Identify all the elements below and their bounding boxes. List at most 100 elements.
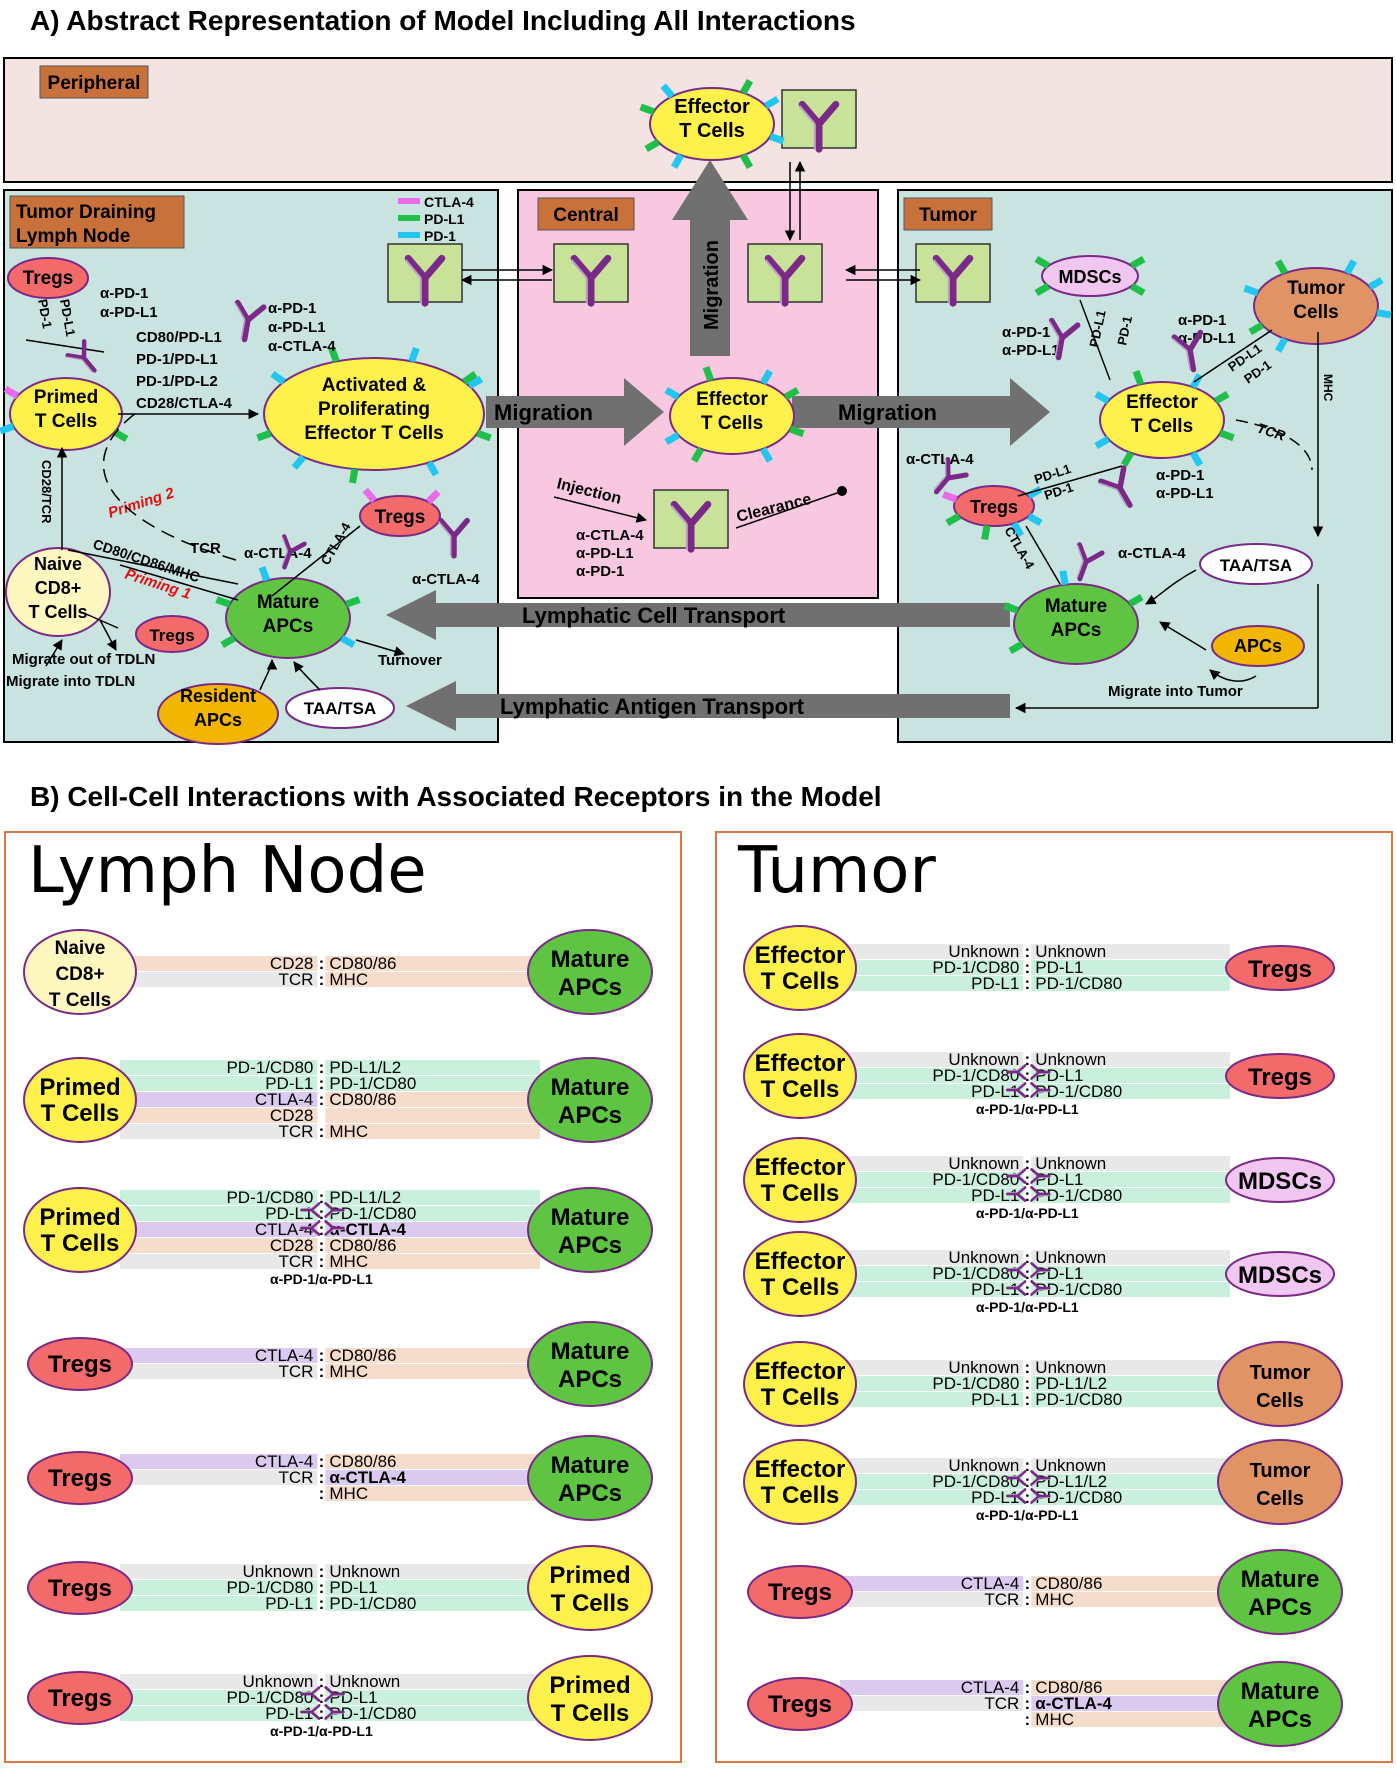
receptor-label: MHC: [329, 1122, 368, 1141]
receptor-label: TCR: [278, 1362, 313, 1381]
svg-text:PD-1: PD-1: [1114, 315, 1135, 347]
lymph-interaction-row-2: PD-1/CD80PD-L1CTLA-4CD28TCRPD-L1/L2:PD-1…: [23, 1187, 653, 1287]
activated-effector-cell: [263, 357, 485, 471]
antibody-icon: [1006, 1081, 1027, 1098]
left-cell: [743, 1231, 857, 1317]
receptor-label: Unknown: [948, 1456, 1019, 1475]
right-cell-label: Mature: [1241, 1566, 1320, 1593]
right-cell: [527, 1321, 653, 1407]
receptor-label: PD-L1: [265, 1704, 313, 1723]
receptor-label: Unknown: [948, 1154, 1019, 1173]
tumor-contents: MDSCs Tumor Cells α-PD-1 α-PD-L1 PD-L1 P…: [906, 267, 1345, 700]
left-cell-label: CD8+: [55, 964, 104, 985]
svg-text:Tregs: Tregs: [375, 507, 426, 528]
receptor-separator: :: [319, 1346, 325, 1365]
receptor-label: Unknown: [243, 1672, 314, 1691]
antibody-icon: [300, 1201, 321, 1218]
receptor-label: TCR: [278, 1468, 313, 1487]
right-cell: [1225, 1053, 1335, 1099]
left-cell: [27, 1451, 133, 1505]
receptor-label: PD-1/CD80: [1035, 1280, 1122, 1299]
left-cell: [743, 1137, 857, 1223]
right-cell-label: APCs: [558, 1366, 622, 1393]
svg-text:Tumor: Tumor: [1287, 278, 1345, 299]
tdln-label: Tumor Draining Lymph Node: [9, 195, 185, 249]
right-cell-label: Mature: [551, 946, 630, 973]
receptor-label: PD-L1/L2: [329, 1188, 401, 1207]
antibody-icon: [65, 339, 97, 373]
receptor-label: MHC: [329, 1252, 368, 1271]
antibody-icon: [324, 1704, 345, 1721]
lymph-node-title: Lymph Node: [28, 834, 427, 908]
receptor-label: PD-1/CD80: [226, 1688, 313, 1707]
migration-arrow-right: Migration: [792, 378, 1050, 446]
receptor-separator: :: [1024, 1472, 1030, 1491]
receptor-label: CD28: [270, 954, 313, 973]
receptor-separator: :: [319, 1562, 325, 1581]
svg-text:Effector: Effector: [674, 96, 750, 118]
receptor-separator: :: [1024, 1264, 1030, 1283]
receptor-label: MHC: [329, 970, 368, 989]
receptor-label: PD-1/CD80: [1035, 1488, 1122, 1507]
receptor-label: PD-1/CD80: [932, 1170, 1019, 1189]
left-cell-label: Naive: [55, 938, 106, 959]
central-effector-cell: [669, 377, 795, 455]
receptor-separator: :: [1024, 1694, 1030, 1713]
left-cell: [27, 1671, 133, 1725]
receptor-label: CD80/86: [329, 1346, 396, 1365]
antibody-icon: [933, 457, 969, 495]
receptor-label: α-CTLA-4: [329, 1220, 406, 1239]
receptor-separator: :: [1024, 1248, 1030, 1267]
right-cell-label: Tumor: [1250, 1362, 1311, 1384]
antibody-icon: [932, 254, 974, 307]
tdln-connections: [45, 408, 406, 691]
receptor-label: α-CTLA-4: [329, 1468, 406, 1487]
receptor-label: PD-L1: [265, 1594, 313, 1613]
receptor-separator: :: [1024, 1082, 1030, 1101]
receptor-label: PD-1/CD80: [226, 1578, 313, 1597]
receptor-label: CD80/86: [1035, 1678, 1102, 1697]
antibody-icon: [1030, 1488, 1051, 1505]
antibody-icon: [764, 254, 806, 307]
svg-text:Lymph Node: Lymph Node: [16, 226, 130, 247]
receptor-label: PD-L1/L2: [1035, 1472, 1107, 1491]
receptor-label: MHC: [329, 1362, 368, 1381]
svg-text:Cells: Cells: [1293, 302, 1338, 323]
tumor-interaction-row-5: UnknownPD-1/CD80PD-L1Unknown:PD-L1/L2:PD…: [743, 1439, 1343, 1525]
antibody-label: α-PD-1/α-PD-L1: [270, 1723, 373, 1739]
antibody-icon: [1030, 1082, 1051, 1099]
svg-text:APCs: APCs: [263, 616, 314, 637]
receptor-separator: :: [1024, 1590, 1030, 1609]
svg-text:Tregs: Tregs: [970, 497, 1018, 517]
antibody-icon: [324, 1202, 345, 1219]
left-cell-label: Effector: [755, 1050, 846, 1077]
svg-text:TCR: TCR: [190, 540, 221, 557]
tumor-interaction-row-0: UnknownPD-1/CD80PD-L1Unknown:PD-L1:PD-1/…: [743, 925, 1335, 1011]
receptor-separator: :: [1024, 1170, 1030, 1189]
svg-text:Mature: Mature: [257, 592, 319, 613]
svg-text:α-PD-1: α-PD-1: [1156, 467, 1204, 484]
antibody-label: α-PD-1/α-PD-L1: [976, 1299, 1079, 1315]
receptor-label: CD80/86: [329, 1452, 396, 1471]
right-cell: [527, 1655, 653, 1741]
left-cell-label: Effector: [755, 1358, 846, 1385]
receptor-label: Unknown: [1035, 1154, 1106, 1173]
receptor-label: CTLA-4: [255, 1346, 314, 1365]
right-cell-label: Primed: [549, 1672, 630, 1699]
receptor-label: PD-1/CD80: [226, 1058, 313, 1077]
right-cell: [1225, 1251, 1335, 1297]
left-cell: [23, 1057, 137, 1143]
antibody-icon: [1006, 1279, 1027, 1296]
right-cell: [1217, 1549, 1343, 1635]
receptor-label: Unknown: [1035, 1358, 1106, 1377]
central-antibody-box: [553, 243, 629, 307]
left-cell-label: Effector: [755, 1248, 846, 1275]
receptor-label: TCR: [278, 1122, 313, 1141]
svg-text:α-CTLA-4: α-CTLA-4: [1118, 545, 1186, 562]
right-cell-label: T Cells: [551, 1700, 630, 1727]
receptor-label: TCR: [984, 1590, 1019, 1609]
